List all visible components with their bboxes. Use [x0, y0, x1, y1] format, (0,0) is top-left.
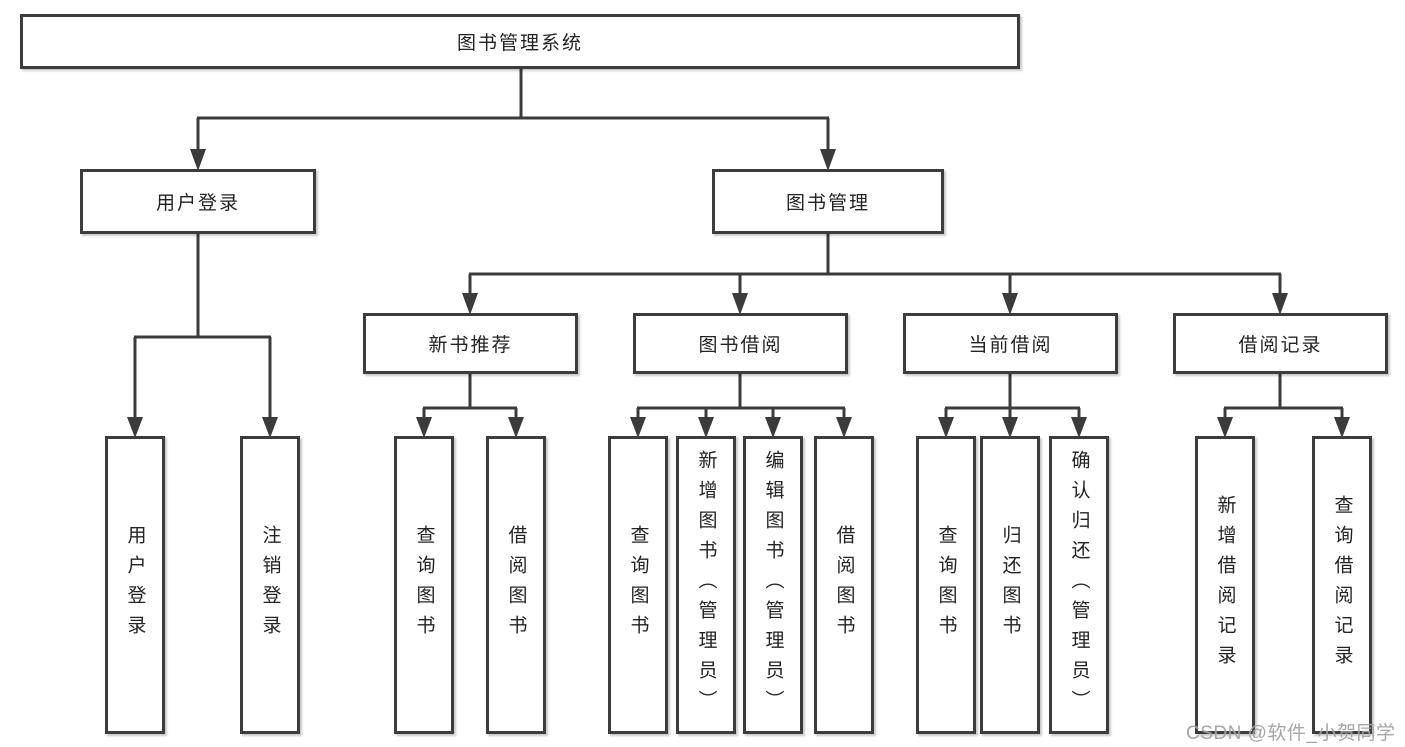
leaf-nb-query-books: 查询图书 — [394, 436, 454, 734]
leaf-br-query-record: 查询借阅记录 — [1312, 436, 1372, 734]
node-current-borrow: 当前借阅 — [903, 313, 1118, 374]
leaf-bb-query-books: 查询图书 — [608, 436, 668, 734]
node-user-login: 用户登录 — [80, 169, 316, 234]
node-root: 图书管理系统 — [20, 14, 1020, 69]
csdn-watermark: CSDN @软件_小贺同学 — [1186, 723, 1396, 744]
node-new-book-recommend: 新书推荐 — [363, 313, 578, 374]
leaf-user-login: 用户登录 — [105, 436, 165, 734]
leaf-logout: 注销登录 — [240, 436, 300, 734]
leaf-bb-add-book-admin: 新增图书（管理员） — [676, 436, 736, 734]
leaf-bb-edit-book-admin: 编辑图书（管理员） — [743, 436, 803, 734]
leaf-cb-confirm-return-admin: 确认归还（管理员） — [1049, 436, 1109, 734]
leaf-cb-query-books: 查询图书 — [916, 436, 976, 734]
node-borrow-records: 借阅记录 — [1173, 313, 1388, 374]
leaf-bb-borrow-books: 借阅图书 — [814, 436, 874, 734]
node-book-management: 图书管理 — [712, 169, 944, 234]
leaf-cb-return-books: 归还图书 — [980, 436, 1040, 734]
leaf-br-add-record: 新增借阅记录 — [1195, 436, 1255, 734]
node-book-borrow: 图书借阅 — [633, 313, 848, 374]
leaf-nb-borrow-books: 借阅图书 — [486, 436, 546, 734]
